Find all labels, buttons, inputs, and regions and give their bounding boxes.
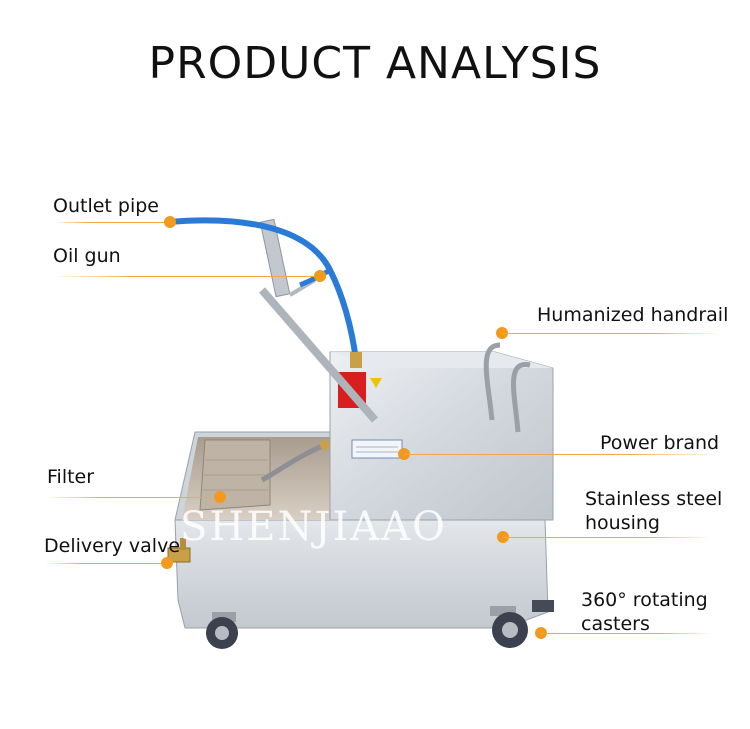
label-casters-line1: 360° rotating [581, 589, 708, 611]
leader-line-oil-gun [53, 276, 319, 277]
label-outlet-pipe: Outlet pipe [53, 195, 159, 217]
leader-line-humanized-handrail [502, 333, 720, 334]
label-humanized-handrail: Humanized handrail [537, 304, 729, 326]
label-filter: Filter [47, 466, 95, 488]
label-delivery-valve: Delivery valve [44, 535, 181, 557]
leader-line-delivery-valve [44, 563, 166, 564]
marker-dot-delivery-valve [161, 557, 173, 569]
marker-dot-oil-gun [314, 270, 326, 282]
leader-line-housing [503, 537, 710, 538]
label-housing-line1: Stainless steel [585, 488, 723, 510]
label-oil-gun: Oil gun [53, 245, 121, 267]
label-housing-line2: housing [585, 512, 660, 534]
page-title: PRODUCT ANALYSIS [148, 38, 602, 89]
leader-line-power-brand [404, 454, 720, 455]
marker-dot-filter [214, 491, 226, 503]
label-casters-line2: casters [581, 613, 650, 635]
leader-line-casters [541, 633, 711, 634]
label-power-brand: Power brand [600, 432, 720, 454]
marker-dot-outlet-pipe [164, 216, 176, 228]
watermark: SHENJIAAO [180, 504, 447, 550]
leader-line-outlet-pipe [53, 222, 169, 223]
leader-line-filter [47, 497, 219, 498]
